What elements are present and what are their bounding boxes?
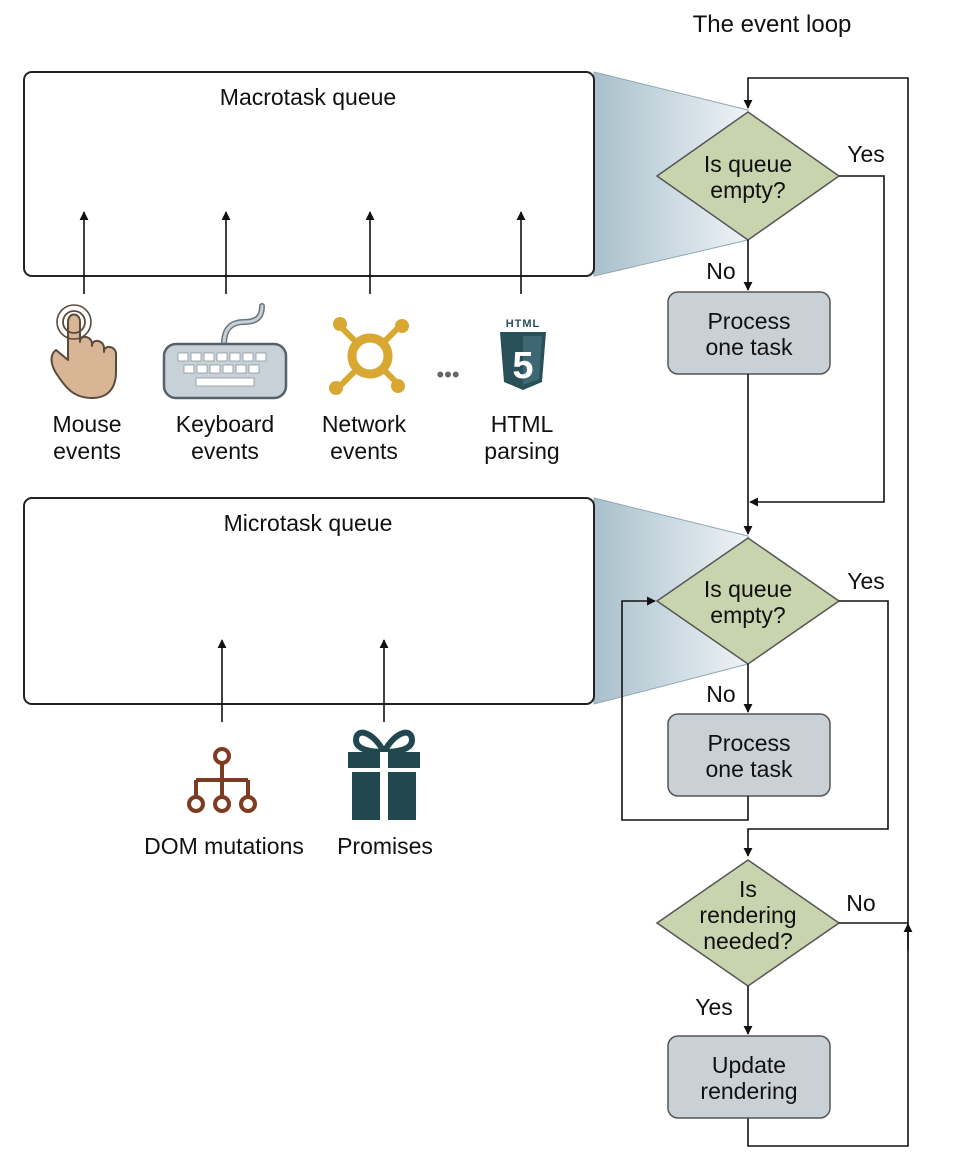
network-icon [329,317,409,395]
html5-badge-text: HTML [506,318,541,330]
process-1-line-1: Process [707,308,790,334]
process-1-line-2: one task [706,334,793,360]
p2-loop-line [621,596,749,821]
macrotask-queue-label: Macrotask queue [220,84,396,110]
decision-3-line-2: rendering [699,902,796,928]
decision-3-line-3: needed? [703,928,793,954]
html-parsing-label-2: parsing [484,438,559,464]
decision-1-line-2: empty? [710,177,785,203]
keyboard-icon [162,303,288,400]
decision-2-yes-label: Yes [847,568,885,594]
html5-digit: 5 [512,345,533,387]
network-events-label-2: events [330,438,398,464]
dom-tree-icon [187,747,257,813]
dom-mutations-label: DOM mutations [144,833,304,859]
d1-yes-line [749,175,885,507]
html-parsing-label-1: HTML [491,411,554,437]
mouse-pointer-icon [50,304,117,399]
mouse-events-label-2: events [53,438,121,464]
decision-3-line-1: Is [739,876,757,902]
update-rendering-box [667,1035,831,1119]
process-3-line-1: Update [712,1052,786,1078]
gift-icon [348,729,420,820]
decision-2-line-2: empty? [710,602,785,628]
decision-1-line-1: Is queue [704,151,792,177]
decision-2-line-1: Is queue [704,576,792,602]
more-sources-ellipsis: ••• [436,362,459,387]
promises-label: Promises [337,833,433,859]
process-microtask-box [667,713,831,797]
d2-yes-line [743,600,889,857]
html5-icon: HTML 5 [500,318,546,390]
keyboard-events-label-2: events [191,438,259,464]
microtask-queue-label: Microtask queue [224,510,393,536]
keyboard-events-label-1: Keyboard [176,411,274,437]
macrotask-queue-box [23,71,595,277]
loop-back-line [743,77,909,1147]
decision-2-no-label: No [706,681,735,707]
decision-1-yes-label: Yes [847,141,885,167]
decision-3-no-label: No [846,890,875,916]
diagram-title: The event loop [693,11,852,38]
mouse-events-label-1: Mouse [52,411,121,437]
microtask-queue-box [23,497,595,705]
process-3-line-2: rendering [700,1078,797,1104]
decision-1-no-label: No [706,258,735,284]
process-2-line-1: Process [707,730,790,756]
process-macrotask-box [667,291,831,375]
network-events-label-1: Network [322,411,407,437]
process-2-line-2: one task [706,756,793,782]
decision-3-yes-label: Yes [695,994,733,1020]
